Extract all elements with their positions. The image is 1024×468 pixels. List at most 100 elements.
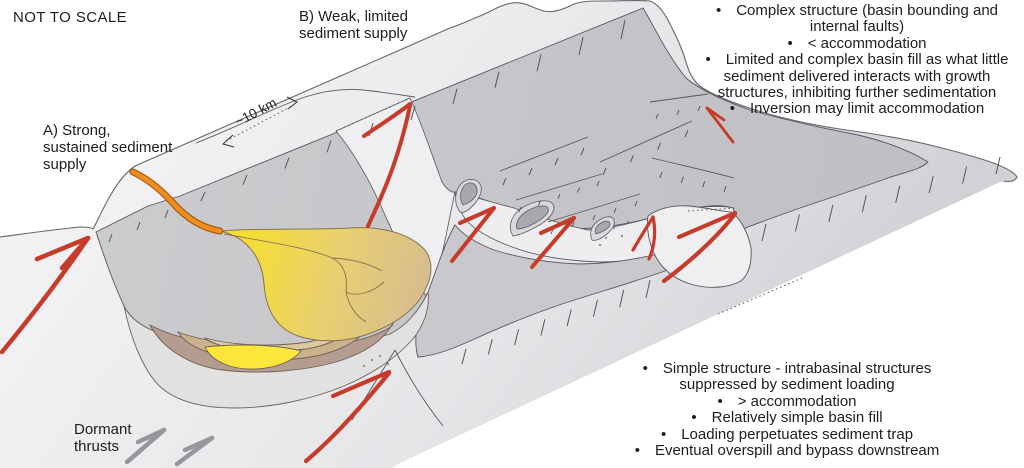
speckle-dot <box>386 362 390 366</box>
text-line: • Loading perpetuates sediment trap <box>660 425 914 443</box>
scale-arrow-right <box>286 96 298 110</box>
hachure-tick <box>284 157 290 169</box>
text-line: B) Weak, limited <box>299 8 408 25</box>
speckle-dot <box>598 243 602 247</box>
hachure-tick <box>620 19 626 40</box>
skyline-edge <box>0 0 1018 238</box>
bench-ridge-line <box>195 88 416 144</box>
speckle-dot <box>378 354 382 358</box>
small-fan-core <box>516 205 549 230</box>
hachure-tick <box>613 207 617 214</box>
hachure-tick <box>962 166 968 184</box>
speckle-dot <box>604 236 608 240</box>
hachure-tick <box>723 185 727 193</box>
text-line: sediment supply <box>299 25 408 42</box>
active-thrust-arrows <box>0 102 738 464</box>
fan-distributary-channels <box>223 233 385 323</box>
hachure-tick <box>659 171 663 179</box>
text-line: • Inversion may limit accommodation <box>729 100 985 118</box>
thrust-arrow <box>661 210 738 284</box>
hachure-tick <box>592 214 596 221</box>
thrust-arrow <box>705 106 735 144</box>
hachure-tick <box>557 193 561 200</box>
channel-fill <box>130 169 223 234</box>
hachure-tick <box>502 177 507 186</box>
wall-fault-line <box>499 136 589 172</box>
hachure-tick <box>566 309 572 327</box>
hachure-tick <box>554 157 559 166</box>
hachure-tick <box>895 185 901 203</box>
hachure-tick <box>680 176 684 183</box>
text-line: suppressed by sediment loading <box>679 376 895 394</box>
hachure-tick <box>242 174 248 185</box>
hachure-tick <box>995 156 1001 175</box>
hachure-tick <box>487 339 493 355</box>
floor-fault-line <box>515 173 603 201</box>
hachure-tick <box>684 129 689 138</box>
hachure-tick <box>452 88 458 104</box>
hachure-tick <box>702 181 706 188</box>
dormant-arrow <box>174 435 215 467</box>
headwall-fault-line <box>651 157 735 179</box>
hachure-tick <box>761 223 767 242</box>
text-line: • Simple structure - intrabasinal struct… <box>642 360 932 377</box>
hachure-tick <box>577 187 580 193</box>
fault-hachure-ticks <box>108 19 1001 365</box>
speckle-dot <box>620 234 624 238</box>
basin-a-fill-layers <box>123 290 429 409</box>
hachure-tick <box>518 206 522 213</box>
speckle-dot <box>362 364 366 368</box>
thrust-arrow <box>450 206 496 263</box>
annotation-strong-basin: • Simple structure - intrabasinal struct… <box>587 360 987 459</box>
not-to-scale-label: NOT TO SCALE <box>13 9 128 26</box>
dotted-crest-lines <box>225 97 803 315</box>
dormant-arrow <box>124 427 167 465</box>
popup-a-right-edge <box>394 349 444 427</box>
thrust-arrow <box>0 235 91 355</box>
hachure-tick <box>657 142 662 150</box>
hachure-tick <box>655 113 659 120</box>
hachure-tick <box>861 195 867 213</box>
text-line: sediment delivered interacts with growth <box>723 67 991 85</box>
scale-dotted-line <box>225 104 295 142</box>
small-fan-core <box>460 182 478 206</box>
hachure-tick <box>629 155 634 163</box>
hachure-tick <box>136 221 141 231</box>
hachure-tick <box>164 209 169 219</box>
text-line: • Complex structure (basin bounding and <box>715 2 999 19</box>
floor-fault-line <box>547 193 641 223</box>
speckle-dot <box>612 226 616 230</box>
scale-arrow-left <box>221 134 235 148</box>
hachure-tick <box>494 71 500 88</box>
text-line: • Limited and complex basin fill as what… <box>705 51 1009 69</box>
lower-slope-dotted <box>717 277 803 315</box>
text-line: supply <box>43 156 87 173</box>
basin-a-submarine-fan <box>220 227 432 342</box>
text-line: thrusts <box>74 438 120 455</box>
hachure-tick <box>528 167 533 176</box>
text-line: • > accommodation <box>717 392 857 410</box>
text-line: • Relatively simple basin fill <box>691 409 883 427</box>
thrust-arrow <box>362 102 412 228</box>
sediment-speckles <box>362 220 630 368</box>
hachure-tick <box>645 279 651 298</box>
hachure-tick <box>697 105 701 112</box>
hachure-tick <box>634 200 638 207</box>
hachure-tick <box>602 167 607 176</box>
fault-and-ridge-lines <box>195 88 735 427</box>
hachure-tick <box>326 140 332 153</box>
hachure-tick <box>461 348 467 365</box>
text-line: A) Strong, <box>43 122 111 139</box>
speckle-dot <box>370 358 374 362</box>
hachure-tick <box>928 176 934 194</box>
wall-fault-line <box>599 120 693 163</box>
hachure-tick <box>540 319 546 336</box>
thrust-arrow <box>303 369 392 464</box>
hachure-tick <box>571 221 575 228</box>
hachure-tick <box>538 200 541 206</box>
